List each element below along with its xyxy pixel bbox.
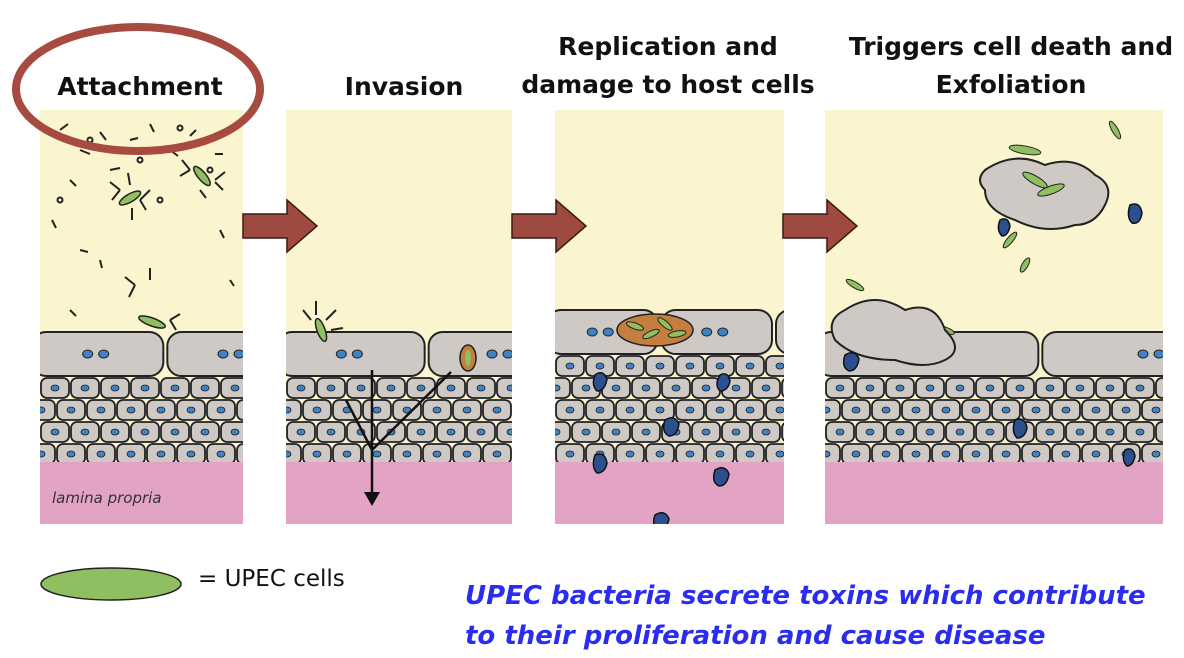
panel-attachment (40, 110, 243, 524)
process-arrow-2 (511, 198, 588, 254)
epithelium-layers (825, 331, 1163, 465)
epithelium-layers (40, 331, 243, 465)
caption: UPEC bacteria secrete toxins which contr… (465, 581, 1146, 651)
process-arrow-3 (782, 198, 859, 254)
panel-invasion (286, 110, 512, 524)
stage-title-replication: Replication and damage to host cells (521, 32, 815, 99)
stage-title-invasion: Invasion (344, 72, 464, 101)
attachment-highlight-ring (12, 23, 264, 155)
stage-title-attachment: Attachment (57, 72, 223, 101)
panel-replication (555, 110, 784, 524)
epithelium-layers (286, 331, 512, 465)
panel-exfoliation (825, 110, 1163, 524)
stage-title-exfoliation: Triggers cell death and Exfoliation (848, 32, 1174, 99)
lamina-propria-label: lamina propria (52, 489, 162, 507)
epithelium-layers (555, 309, 784, 465)
upec-legend-oval-icon (40, 567, 182, 601)
process-arrow-1 (242, 198, 319, 254)
legend-label: = UPEC cells (198, 566, 345, 592)
